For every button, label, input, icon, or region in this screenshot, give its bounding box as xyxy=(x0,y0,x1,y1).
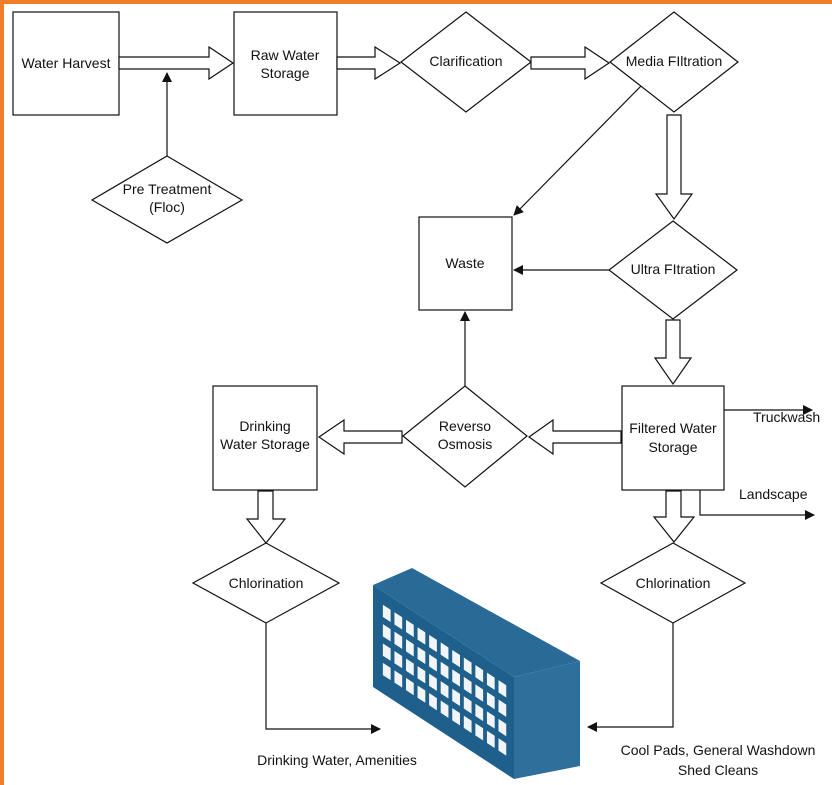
drinking-water-storage-label-2: Water Storage xyxy=(220,436,310,452)
frame-border-top xyxy=(0,0,832,4)
building-window xyxy=(452,708,460,726)
building-window xyxy=(475,684,484,702)
building-window xyxy=(405,658,414,676)
arrow-ultra-to-filtered xyxy=(653,319,693,386)
building-window xyxy=(429,654,437,672)
building-window xyxy=(429,693,437,711)
clarification-diamond[interactable] xyxy=(400,11,532,113)
reverse-osmosis-label-1: Reverso xyxy=(439,418,491,434)
output-cool-pads-label-2: Shed Cleans xyxy=(678,762,758,778)
reverse-osmosis-label-2: Osmosis xyxy=(438,436,492,452)
filtered-water-storage-label-1: Filtered Water xyxy=(629,420,717,436)
building-window xyxy=(417,627,426,645)
building-window xyxy=(486,691,495,710)
building-window xyxy=(440,642,449,660)
building-window xyxy=(463,696,472,714)
arrow-clarification-to-media xyxy=(530,45,611,81)
media-filtration-label: Media FIltration xyxy=(626,53,722,69)
building-top-face xyxy=(373,568,580,677)
filtered-water-storage-label-2: Storage xyxy=(648,439,697,455)
output-drinking-water-label: Drinking Water, Amenities xyxy=(257,752,417,768)
frame-border-left xyxy=(0,0,4,785)
pre-treatment-diamond[interactable] xyxy=(90,155,244,244)
building-window xyxy=(394,670,403,688)
building-window xyxy=(394,612,403,630)
building-window xyxy=(440,681,449,699)
building-window xyxy=(382,624,391,642)
building-window xyxy=(417,646,426,665)
connector-chlorination-to-cool-pads xyxy=(587,623,674,732)
water-harvest-label: Water Harvest xyxy=(22,55,111,71)
waste-box[interactable] xyxy=(418,216,513,311)
building-window xyxy=(394,631,403,649)
building-window xyxy=(475,703,484,722)
building-window xyxy=(452,688,460,707)
filtered-water-storage-box[interactable] xyxy=(621,385,725,491)
building-window xyxy=(475,723,484,741)
building-window xyxy=(405,619,414,638)
output-landscape-label: Landscape xyxy=(739,486,808,502)
building-window xyxy=(486,672,495,690)
building-window xyxy=(463,715,472,733)
building-window xyxy=(429,673,437,691)
reverse-osmosis-diamond[interactable] xyxy=(402,385,528,488)
building-window xyxy=(486,711,495,729)
drinking-water-storage-label-1: Drinking xyxy=(239,418,290,434)
arrow-filtered-to-ro xyxy=(527,418,622,456)
connector-media-to-waste xyxy=(513,85,642,216)
building-window xyxy=(463,676,472,695)
building-window xyxy=(405,677,414,696)
building-window xyxy=(486,730,495,749)
building-window xyxy=(498,699,507,717)
raw-water-storage-label-1: Raw Water xyxy=(251,47,320,63)
arrow-harvest-to-raw xyxy=(118,45,235,81)
water-harvest-box[interactable] xyxy=(12,11,120,116)
building-window xyxy=(440,700,449,718)
pre-treatment-label-1: Pre Treatment xyxy=(123,181,212,197)
building-window xyxy=(452,649,460,668)
arrow-media-to-ultra xyxy=(654,114,694,221)
building-window xyxy=(429,634,437,653)
building-icon xyxy=(373,568,580,779)
ultra-filtration-diamond[interactable] xyxy=(608,220,738,320)
building-window xyxy=(440,661,449,680)
building-window xyxy=(463,657,472,675)
arrow-drinking-to-chlorination xyxy=(245,490,287,544)
building-window xyxy=(498,738,507,756)
building-window xyxy=(475,665,484,683)
building-window xyxy=(452,669,460,687)
arrow-filtered-to-chlorination xyxy=(652,490,696,543)
output-truckwash-label: Truckwash xyxy=(753,409,820,425)
building-window xyxy=(382,662,391,681)
building-window xyxy=(394,651,403,669)
building-window xyxy=(382,604,391,622)
pre-treatment-label-2: (Floc) xyxy=(149,199,185,215)
connector-filtered-to-landscape xyxy=(699,490,815,520)
raw-water-storage-label-2: Storage xyxy=(260,65,309,81)
clarification-label: Clarification xyxy=(429,53,502,69)
arrow-raw-to-clarification xyxy=(336,45,402,81)
raw-water-storage-box[interactable] xyxy=(233,11,338,116)
arrow-ro-to-drinking xyxy=(317,418,403,456)
chlorination-left-label: Chlorination xyxy=(229,575,304,591)
building-windows xyxy=(382,604,507,756)
waste-label: Waste xyxy=(445,255,484,271)
output-cool-pads-label-1: Cool Pads, General Washdown xyxy=(621,742,816,758)
drinking-water-storage-box[interactable] xyxy=(212,385,318,491)
building-window xyxy=(498,680,507,698)
ultra-filtration-label: Ultra FItration xyxy=(631,261,716,277)
media-filtration-diamond[interactable] xyxy=(609,11,739,113)
building-window xyxy=(382,643,391,661)
building-window xyxy=(405,639,414,657)
building-window xyxy=(417,666,426,684)
chlorination-right-label: Chlorination xyxy=(636,575,711,591)
building-window xyxy=(498,718,507,737)
building-side-face xyxy=(514,661,580,779)
connector-chlorination-to-drinking-water xyxy=(265,623,381,734)
building-window xyxy=(417,685,426,703)
